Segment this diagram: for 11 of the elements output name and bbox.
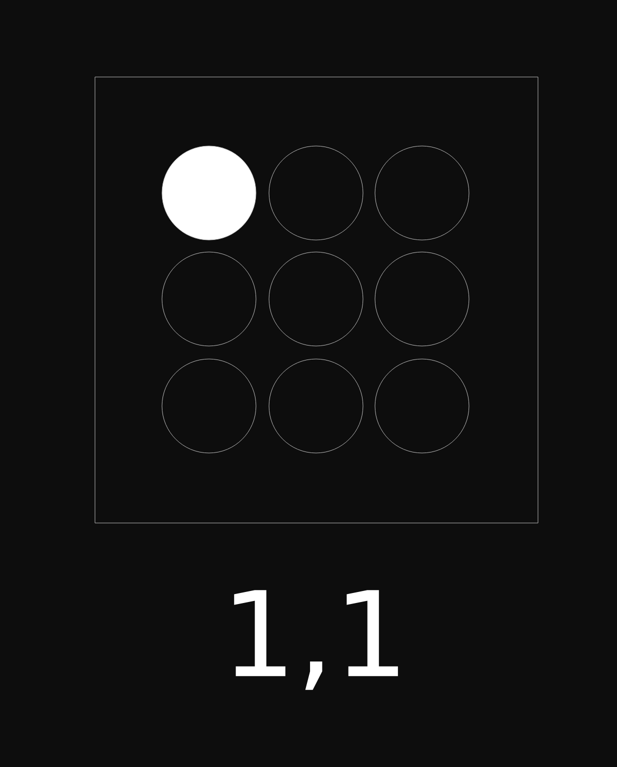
filled-circle	[162, 146, 256, 240]
coordinate-label: 1,1	[234, 590, 398, 690]
circle-outline	[162, 358, 256, 454]
circle-outline	[374, 358, 470, 454]
circle-outline	[268, 252, 364, 346]
circle-outline	[162, 252, 256, 346]
circle-outline	[374, 252, 470, 346]
frame-box	[94, 76, 538, 524]
circle-outline	[374, 146, 470, 240]
circle-outline	[268, 358, 364, 454]
circle-outline	[268, 146, 364, 240]
